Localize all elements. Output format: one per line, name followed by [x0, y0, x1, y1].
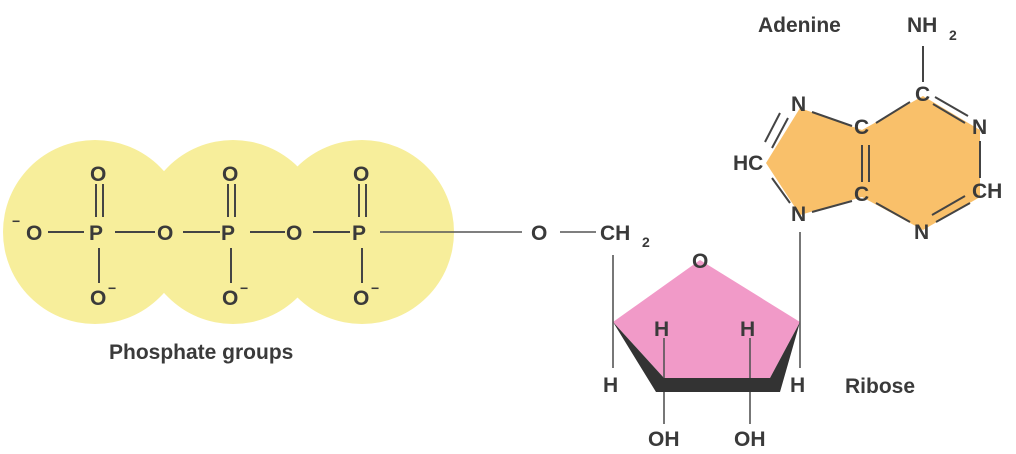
- ribose-edge: [613, 322, 800, 392]
- adenine-six-ring: [862, 96, 980, 230]
- ribose-oh-3: OH: [648, 428, 680, 451]
- ribose-shape: [613, 260, 800, 392]
- ribose-h-3: H: [654, 318, 669, 341]
- ribose-bonds: [612, 232, 801, 424]
- bridge-oxygen-2: O: [286, 222, 302, 245]
- p3-bottom-charge: −: [371, 280, 379, 296]
- ribose-h-4: H: [603, 374, 618, 397]
- amino-subscript: 2: [949, 27, 957, 43]
- p3-top-oxygen: O: [353, 163, 369, 186]
- left-oxygen: O: [26, 222, 42, 245]
- phosphate-groups-label: Phosphate groups: [109, 341, 293, 364]
- p1-bottom-charge: −: [108, 280, 116, 296]
- p2-phosphorus: P: [221, 222, 235, 245]
- adenine-c2: CH: [972, 180, 1002, 203]
- bridge-oxygen-1: O: [157, 222, 173, 245]
- ribose-label: Ribose: [845, 375, 915, 398]
- adenine-n3: N: [914, 221, 929, 244]
- p1-phosphorus: P: [89, 222, 103, 245]
- p2-bottom-charge: −: [240, 280, 248, 296]
- p3-phosphorus: P: [352, 222, 366, 245]
- p2-bottom-oxygen: O: [222, 287, 238, 310]
- adenine-n1: N: [972, 116, 987, 139]
- adenine-n9: N: [791, 203, 806, 226]
- p2-top-oxygen: O: [222, 163, 238, 186]
- ribose-ring: [613, 260, 800, 378]
- ribose-h-1: H: [790, 374, 805, 397]
- adenine-c4: C: [854, 183, 869, 206]
- ribose-h-2: H: [740, 318, 755, 341]
- ch2-subscript: 2: [642, 234, 650, 250]
- p3-bottom-oxygen: O: [353, 287, 369, 310]
- phosphate-bonds: [48, 184, 596, 283]
- ester-oxygen: O: [531, 222, 547, 245]
- p1-bottom-oxygen: O: [90, 287, 106, 310]
- amino-nh: NH: [907, 14, 937, 37]
- left-charge: −: [12, 213, 20, 229]
- adenine-n7: N: [791, 93, 806, 116]
- phosphate-circles: [3, 140, 454, 324]
- adenine-c8: HC: [733, 152, 763, 175]
- adenine-bonds: [764, 46, 981, 223]
- ch2-carbon: CH: [600, 222, 630, 245]
- ribose-oh-2: OH: [734, 428, 766, 451]
- ribose-ring-oxygen: O: [692, 250, 708, 273]
- phosphate-circle-1: [3, 140, 187, 324]
- phosphate-circle-2: [141, 140, 325, 324]
- adenine-c5: C: [854, 116, 869, 139]
- adenine-five-ring: [766, 108, 862, 215]
- phosphate-circle-3: [270, 140, 454, 324]
- p1-top-oxygen: O: [90, 163, 106, 186]
- adenine-c6: C: [915, 83, 930, 106]
- adenine-shape: [766, 96, 980, 230]
- adenine-label: Adenine: [758, 14, 841, 37]
